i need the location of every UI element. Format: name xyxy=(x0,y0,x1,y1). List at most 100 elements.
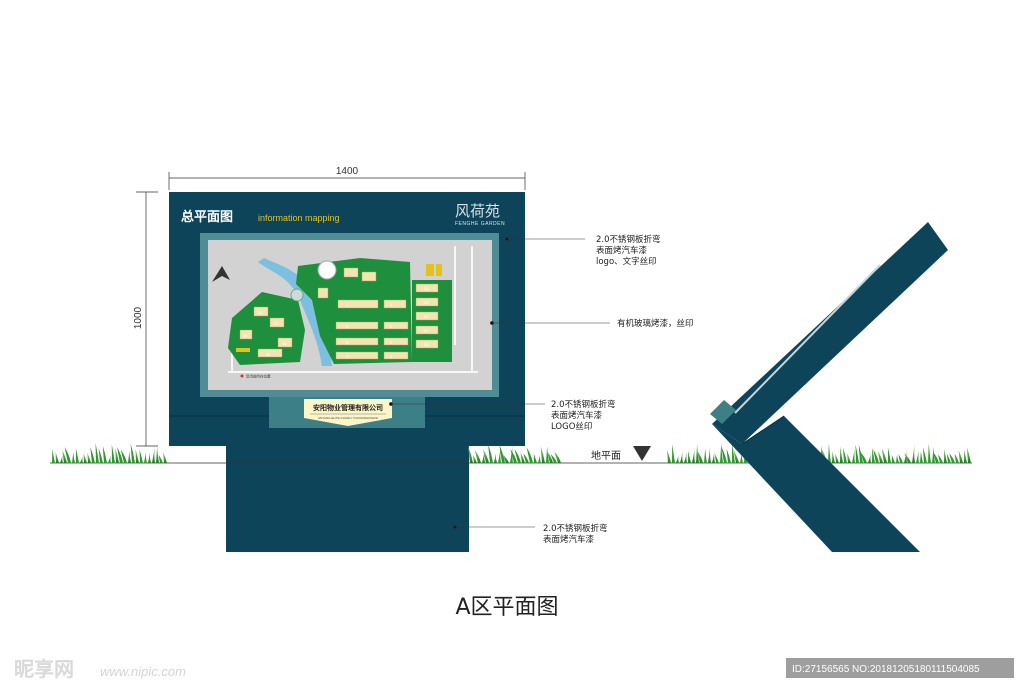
grass-blade xyxy=(499,445,505,463)
map-label: 6 xyxy=(390,340,393,345)
map-building-labels: 21 22 23 24 25 16 17 18 19 20 1 2 3 4 5 … xyxy=(243,286,429,359)
map-plaza xyxy=(317,260,337,280)
grass-blade xyxy=(932,452,939,463)
grass-blade xyxy=(732,443,735,463)
grass-blade xyxy=(474,449,481,463)
map-building xyxy=(239,329,253,340)
height-label: 1000 xyxy=(133,306,144,329)
grass-blade xyxy=(60,454,64,463)
grass-blade xyxy=(946,453,951,463)
map-marker-building xyxy=(236,348,250,352)
grass-blade xyxy=(672,444,675,463)
grass-blade xyxy=(108,454,112,463)
grass-blade xyxy=(120,449,127,463)
grass-blade xyxy=(510,449,517,463)
drawing-caption: A区平面图 xyxy=(455,595,558,620)
grass-blade xyxy=(83,453,87,463)
note-line: 表面烤汽车漆 xyxy=(551,410,603,421)
grass-blade xyxy=(912,443,915,463)
map-building xyxy=(415,325,439,335)
map-road xyxy=(228,246,478,373)
grass-blade xyxy=(740,452,743,463)
grass-blade xyxy=(111,444,115,463)
map-green-middle xyxy=(296,258,412,364)
grass-blade xyxy=(860,452,867,463)
map-legend: 您当前所在位置 xyxy=(246,374,271,379)
grass-blade xyxy=(533,453,537,463)
grass-blade xyxy=(896,454,899,463)
grass-blade xyxy=(676,453,680,463)
map-label: 1 xyxy=(346,302,349,307)
note-line: logo、文字丝印 xyxy=(596,256,657,267)
map-label: 2 xyxy=(390,302,393,307)
grass-blade xyxy=(704,448,707,463)
sign-base xyxy=(226,428,469,552)
grass-blade xyxy=(852,445,856,463)
side-plate-holder xyxy=(710,400,736,424)
side-upper-arm xyxy=(712,222,948,444)
ground-marker-icon xyxy=(633,446,651,461)
map-label: 23 xyxy=(424,314,429,319)
grass-blade xyxy=(904,452,911,463)
note-line: 2.0不锈钢板折弯 xyxy=(551,399,616,410)
map-label: 3 xyxy=(346,324,349,329)
grass-blade xyxy=(102,445,107,463)
grass-blade xyxy=(858,444,863,463)
grass-blade xyxy=(832,450,835,463)
grass-blade xyxy=(472,454,477,463)
map-label: 20 xyxy=(266,352,271,357)
grass-blade xyxy=(80,454,84,463)
grass-blade xyxy=(139,449,143,463)
grass-blade xyxy=(538,454,541,463)
plate-subtext: ANYANG ELITE GUANLI YOUXIANGONGSI xyxy=(318,416,378,420)
map-building xyxy=(383,321,409,330)
grass-blade xyxy=(514,449,521,463)
grass-blade xyxy=(95,443,99,463)
map-building xyxy=(253,306,269,317)
map-marker-building xyxy=(436,264,442,276)
grass-blade xyxy=(526,447,533,463)
grass-blade xyxy=(540,446,545,463)
grass-blade xyxy=(721,446,727,463)
grass-blade xyxy=(554,451,561,463)
grass-blade xyxy=(938,454,943,463)
grass-blade xyxy=(708,445,711,463)
grass-blade xyxy=(546,450,553,463)
grass-blade xyxy=(64,447,71,463)
map-label: 22 xyxy=(424,300,429,305)
grass-blade xyxy=(847,453,851,463)
watermark-url: www.nipic.com xyxy=(100,664,186,679)
grass-blade xyxy=(128,450,131,463)
map-label: 18 xyxy=(243,333,248,338)
note-line: LOGO丝印 xyxy=(551,421,592,432)
map-building xyxy=(335,351,379,360)
grass-blade xyxy=(855,444,859,463)
brand-name: 风荷苑 xyxy=(455,202,500,220)
plate-text: 安阳物业管理有限公司 xyxy=(313,403,383,412)
side-glass-edge xyxy=(734,264,881,414)
grass-blade xyxy=(510,445,513,463)
map-fountain xyxy=(290,288,304,302)
grass-blade xyxy=(680,449,684,463)
side-lower-arm xyxy=(712,416,920,552)
front-elevation: 安阳物业管理有限公司 ANYANG ELITE GUANLI YOUXIANGO… xyxy=(169,192,525,552)
grass xyxy=(52,443,971,463)
grass-blade xyxy=(158,454,163,463)
map-building xyxy=(317,287,329,299)
grass-blade xyxy=(696,449,703,463)
width-label: 1400 xyxy=(336,166,359,177)
note-line: 2.0不锈钢板折弯 xyxy=(543,523,608,534)
grass-blade xyxy=(163,452,167,463)
map-label: 7 xyxy=(346,354,349,359)
grass-blade xyxy=(90,446,95,463)
leader-lines xyxy=(389,237,610,529)
map-building xyxy=(335,321,379,330)
grass-blade xyxy=(932,446,935,463)
grass-blade xyxy=(922,447,927,463)
site-map: 21 22 23 24 25 16 17 18 19 20 1 2 3 4 5 … xyxy=(212,246,478,379)
map-label: 5 xyxy=(346,340,349,345)
map-label: 24 xyxy=(424,328,429,333)
note-line: 2.0不锈钢板折弯 xyxy=(596,234,661,245)
map-label: 8 xyxy=(390,354,393,359)
